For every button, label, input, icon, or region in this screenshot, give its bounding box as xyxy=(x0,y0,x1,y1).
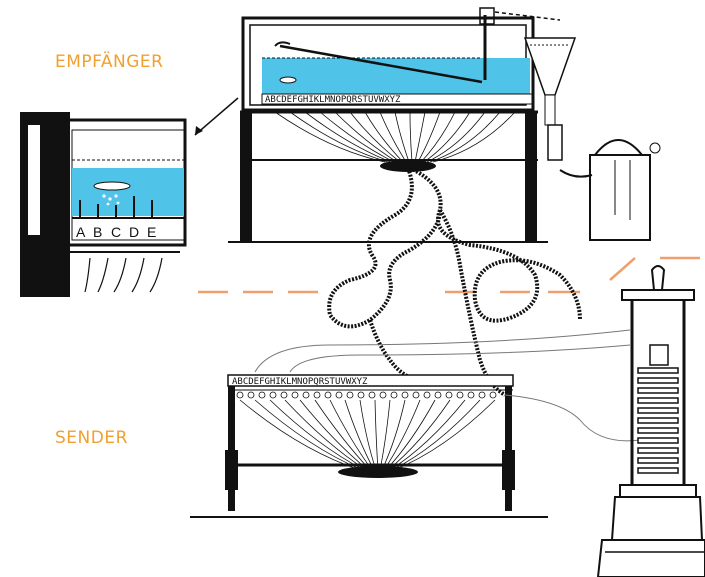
detail-water xyxy=(72,168,184,216)
sender-wire-fan xyxy=(240,400,495,470)
receiver-water xyxy=(262,58,530,94)
receiver-detail: A B C D E xyxy=(20,98,238,297)
voltaic-pile xyxy=(598,266,705,577)
receiver-wire-fan xyxy=(275,112,515,162)
detail-letter-a: A xyxy=(76,224,86,240)
cable xyxy=(329,168,580,395)
sender-apparatus: ABCDEFGHIKLMNOPQRSTUVWXYZ xyxy=(190,375,548,517)
receiver-apparatus: ABCDEFGHIKLMNOPQRSTUVWXYZ xyxy=(228,8,660,242)
arrow-icon xyxy=(195,126,203,135)
detail-letter-c: C xyxy=(111,224,121,240)
detail-letter-e: E xyxy=(147,224,156,240)
receiver-alphabet: ABCDEFGHIKLMNOPQRSTUVWXYZ xyxy=(265,95,401,105)
detail-letter-b: B xyxy=(93,224,102,240)
sender-alphabet: ABCDEFGHIKLMNOPQRSTUVWXYZ xyxy=(232,377,368,387)
detail-letter-d: D xyxy=(129,224,139,240)
section-divider xyxy=(198,258,700,292)
